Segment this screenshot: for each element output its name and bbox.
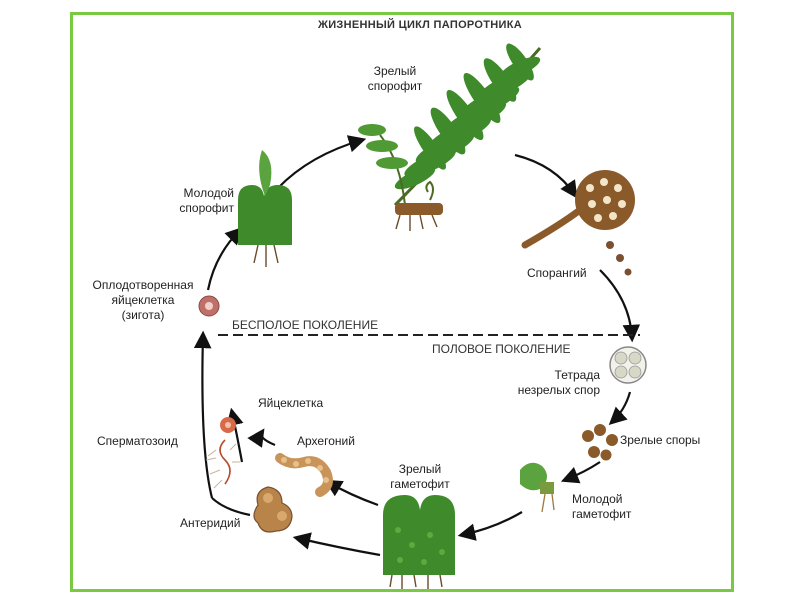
label-asexual-generation: БЕСПОЛОЕ ПОКОЛЕНИЕ [232,318,379,332]
sporangium-illustration [521,170,635,276]
arrow-left-up-to-zygote [193,330,214,499]
arrow-spores-to-young-gametophyte [560,461,601,484]
label-archegonium: Архегоний [297,434,355,448]
label-zygote: Оплодотворенная яйцеклетка (зигота) [92,278,194,322]
mature-gametophyte-illustration [383,495,455,589]
spermatozoid-illustration [205,439,240,489]
arrow-young-to-mature-gametophyte [457,511,523,541]
arrow-young-to-mature-sporophyte [277,135,367,189]
antheridium-illustration [253,486,293,533]
label-young-gametophyte: Молодой гаметофит [572,492,632,521]
archegonium-illustration [275,453,333,497]
arrow-archegonium-to-egg [247,428,276,448]
mature-sporophyte-illustration [358,43,542,231]
arrow-zygote-to-young-sporophyte [206,226,244,291]
label-antheridium: Антеридий [180,516,241,530]
mature-spores-illustration [582,424,618,461]
arrow-sporophyte-to-sporangium [514,153,578,199]
label-tetrad: Тетрада незрелых спор [517,368,600,397]
arrow-tetrad-to-spores [608,391,632,425]
arrow-sporangium-to-tetrad [599,269,641,343]
egg-cell-illustration [220,417,236,433]
label-young-sporophyte: Молодой спорофит [179,186,234,215]
label-mature-spores: Зрелые споры [620,433,701,447]
arrow-spermatozoid-to-egg [226,407,244,463]
label-mature-sporophyte: Зрелый спорофит [367,64,423,93]
arrow-antheridium-to-left [211,497,251,517]
label-sporangium: Спорангий [527,266,587,280]
label-egg-cell: Яйцеклетка [258,396,324,410]
diagram-title: ЖИЗНЕННЫЙ ЦИКЛ ПАПОРОТНИКА [317,19,522,31]
label-spermatozoid: Сперматозоид [97,434,178,448]
tetrad-illustration [609,346,647,384]
young-sporophyte-illustration [238,150,292,267]
label-mature-gametophyte: Зрелый гаметофит [390,462,450,491]
arrow-gametophyte-to-antheridium [292,532,381,557]
young-gametophyte-illustration [520,462,555,513]
label-sexual-generation: ПОЛОВОЕ ПОКОЛЕНИЕ [432,342,571,356]
zygote-illustration [198,295,220,317]
